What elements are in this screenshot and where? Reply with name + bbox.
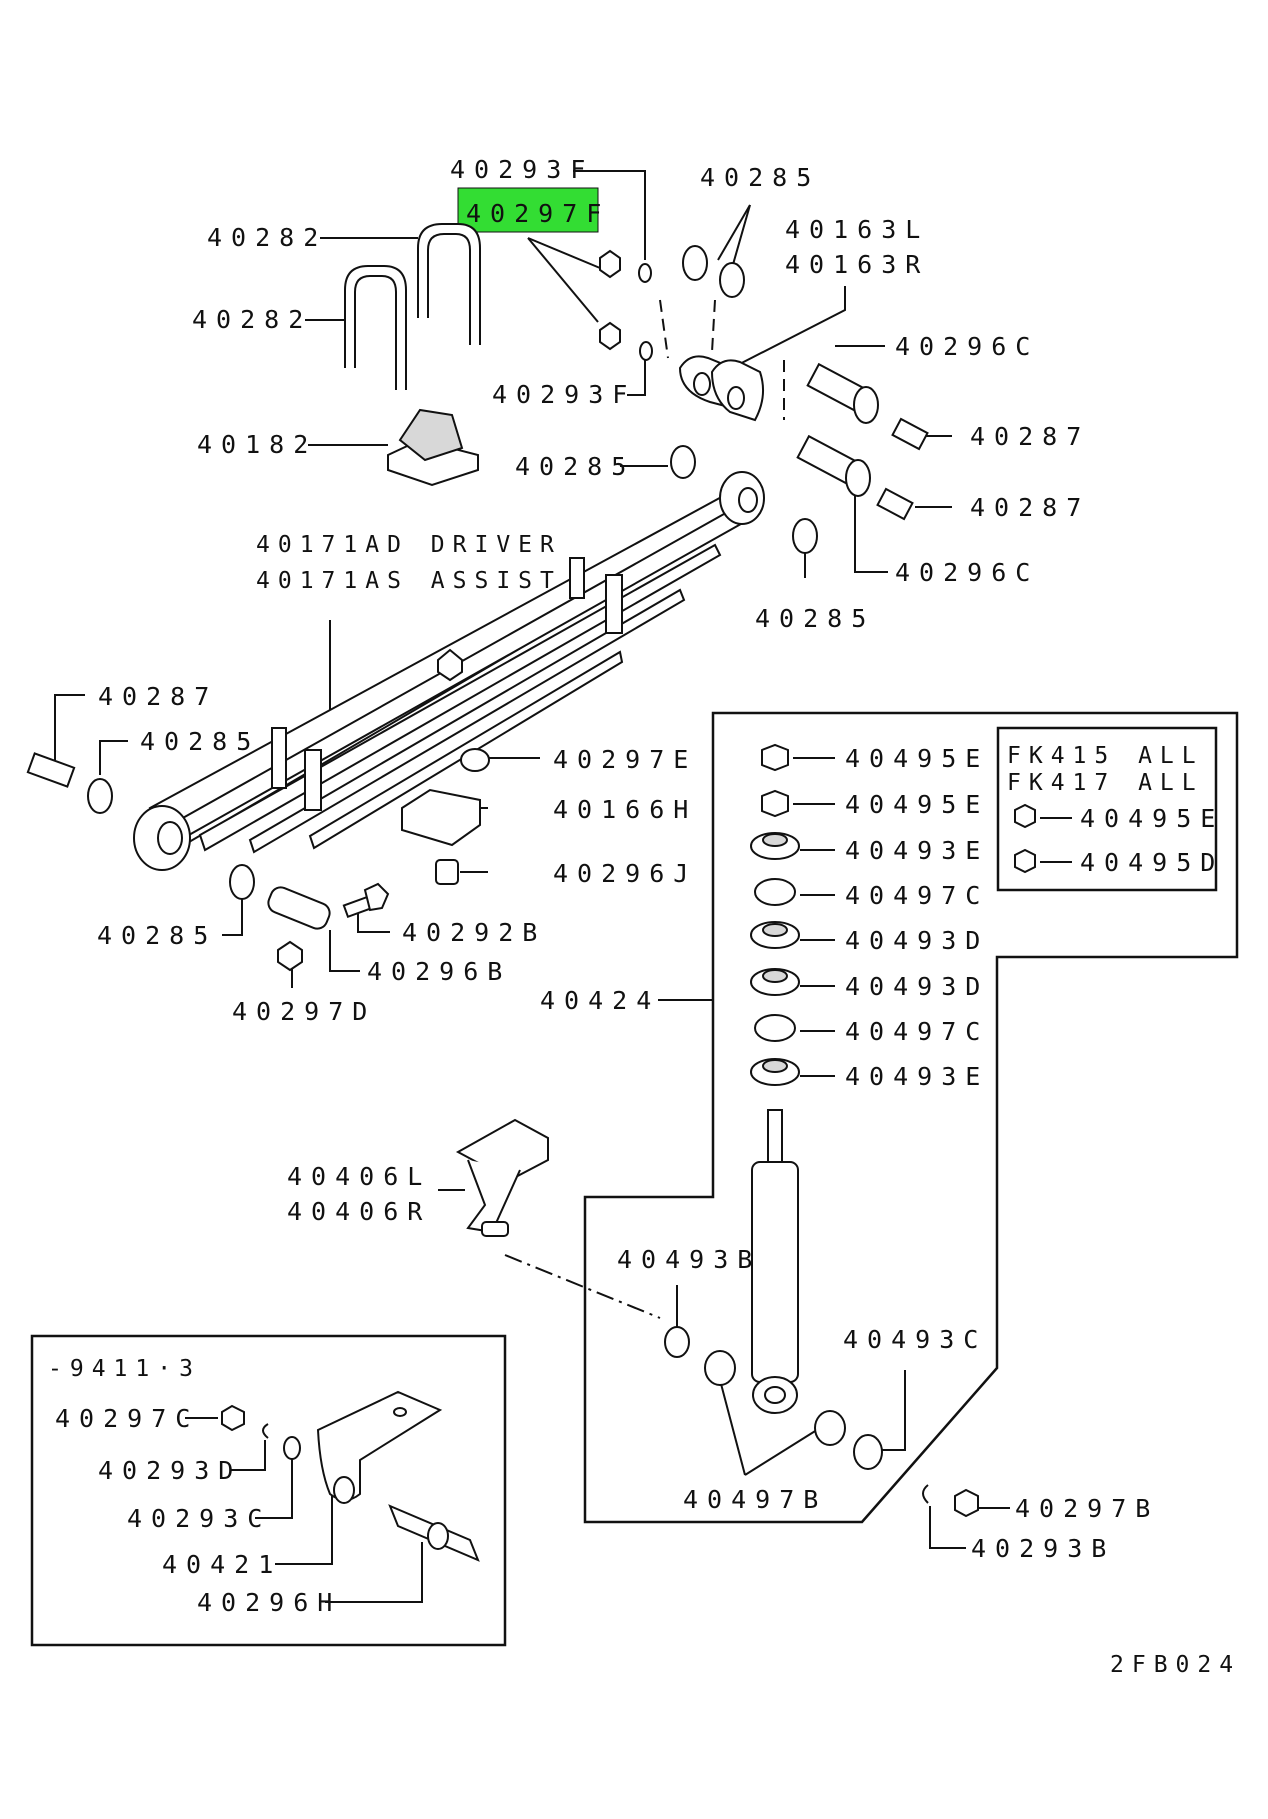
- label-40287-left: 40287: [98, 682, 218, 711]
- bolt-40292B: [342, 882, 390, 919]
- label-40497B-bot: 40497B: [683, 1485, 827, 1514]
- label-40282-a: 40282: [207, 223, 327, 252]
- label-40297B: 40297B: [1015, 1494, 1159, 1523]
- label-40163R: 40163R: [785, 250, 929, 279]
- label-40495E-a: 40495E: [845, 744, 989, 773]
- grease-nipple-40287-b: [876, 487, 914, 521]
- label-40293F-top: 40293F: [450, 155, 594, 184]
- label-40287-a: 40287: [970, 422, 1090, 451]
- bump-stopper: [387, 408, 479, 487]
- label-40171AD: 40171AD DRIVER: [256, 532, 562, 558]
- nut-40297E: [460, 748, 490, 772]
- label-fk415: FK415 ALL: [1007, 743, 1204, 769]
- label-40497C-b: 40497C: [845, 1017, 989, 1046]
- bracket-40406: [455, 1118, 549, 1237]
- label-40287-b: 40287: [970, 493, 1090, 522]
- label-40406L: 40406L: [287, 1162, 431, 1191]
- label-40495E-b: 40495E: [845, 790, 989, 819]
- label-40285-right: 40285: [755, 604, 875, 633]
- fk-model-box: [996, 726, 1218, 892]
- shackle-pin-40296C-top: [806, 362, 879, 424]
- label-diagram-code: 2FB024: [1110, 1652, 1241, 1678]
- label-40296C-bot: 40296C: [895, 558, 1039, 587]
- label-inset-40293C: 40293C: [127, 1504, 271, 1533]
- label-40171AS: 40171AS ASSIST: [256, 568, 562, 594]
- label-40296J: 40296J: [553, 859, 697, 888]
- fk-nut-40495E: [1014, 803, 1036, 829]
- washer-40285-mid: [670, 445, 696, 479]
- label-40297E: 40297E: [553, 745, 697, 774]
- label-inset-40297C: 40297C: [55, 1404, 199, 1433]
- label-fk-40495D: 40495D: [1080, 848, 1224, 877]
- label-40296B: 40296B: [367, 957, 511, 986]
- washer-40285-right: [792, 518, 818, 554]
- shock-bushings: [664, 1326, 979, 1518]
- washer-40285-b: [719, 262, 745, 298]
- inset-parts: [221, 1390, 480, 1562]
- label-40493C-right: 40493C: [843, 1325, 987, 1354]
- washer-40293F-bot: [639, 341, 653, 361]
- washer-40285-low: [229, 864, 255, 900]
- label-40297F[interactable]: 40297F: [466, 199, 610, 228]
- label-fk417: FK417 ALL: [1007, 770, 1204, 796]
- label-40285-top: 40285: [700, 163, 820, 192]
- shackle-pin-40296C-bot: [796, 434, 871, 497]
- label-40424: 40424: [540, 986, 660, 1015]
- grease-nipple-40287-left: [26, 752, 76, 788]
- label-40285-left: 40285: [140, 727, 260, 756]
- pin-40296B: [267, 886, 331, 930]
- highlight-40297F: [457, 187, 599, 233]
- label-40163L: 40163L: [785, 215, 929, 244]
- label-inset-40293D: 40293D: [98, 1456, 242, 1485]
- label-40493E-a: 40493E: [845, 836, 989, 865]
- label-40282-b: 40282: [192, 305, 312, 334]
- label-40493D-a: 40493D: [845, 926, 989, 955]
- label-40296C-top: 40296C: [895, 332, 1039, 361]
- label-40293B: 40293B: [971, 1534, 1115, 1563]
- label-40497C-a: 40497C: [845, 881, 989, 910]
- u-bolt-rear: [344, 265, 407, 390]
- label-40297D: 40297D: [232, 997, 376, 1026]
- plate-40166H: [401, 788, 481, 847]
- label-40182: 40182: [197, 430, 317, 459]
- label-inset-40296H: 40296H: [197, 1588, 341, 1617]
- label-40493D-b: 40493D: [845, 972, 989, 1001]
- assembly-lines: [504, 299, 785, 1319]
- washer-40285-a: [682, 245, 708, 281]
- label-40293F-bot: 40293F: [492, 380, 636, 409]
- nut-40297D: [277, 940, 303, 972]
- shock-absorber-frame: [583, 711, 1239, 1524]
- label-40493E-b: 40493E: [845, 1062, 989, 1091]
- label-40406R: 40406R: [287, 1197, 431, 1226]
- washer-40285-left: [87, 778, 113, 814]
- label-40166H: 40166H: [553, 795, 697, 824]
- grease-nipple-40287-a: [891, 417, 929, 451]
- inset-frame: [30, 1334, 507, 1647]
- label-fk-40495E: 40495E: [1080, 804, 1224, 833]
- label-inset-title: -9411·3: [48, 1356, 201, 1382]
- part-labels: 40293F 40297F 40285 40163L 40163R 40282 …: [48, 155, 1241, 1678]
- fk-nut-40495D: [1014, 848, 1036, 874]
- washer-40293F-top: [638, 263, 652, 283]
- label-inset-40421: 40421: [162, 1550, 282, 1579]
- label-40493B-upper: 40493B: [617, 1245, 761, 1274]
- nut-top: [599, 249, 621, 351]
- shackle-40163: [678, 355, 765, 422]
- shock-stack: [750, 743, 800, 1414]
- spacer-40296J: [435, 859, 459, 885]
- label-40285-low: 40285: [97, 921, 217, 950]
- label-40285-mid: 40285: [515, 452, 635, 481]
- label-40292B: 40292B: [402, 918, 546, 947]
- u-bolt-front: [417, 223, 481, 345]
- leaf-spring: [133, 471, 765, 871]
- leader-lines: [54, 170, 1072, 1603]
